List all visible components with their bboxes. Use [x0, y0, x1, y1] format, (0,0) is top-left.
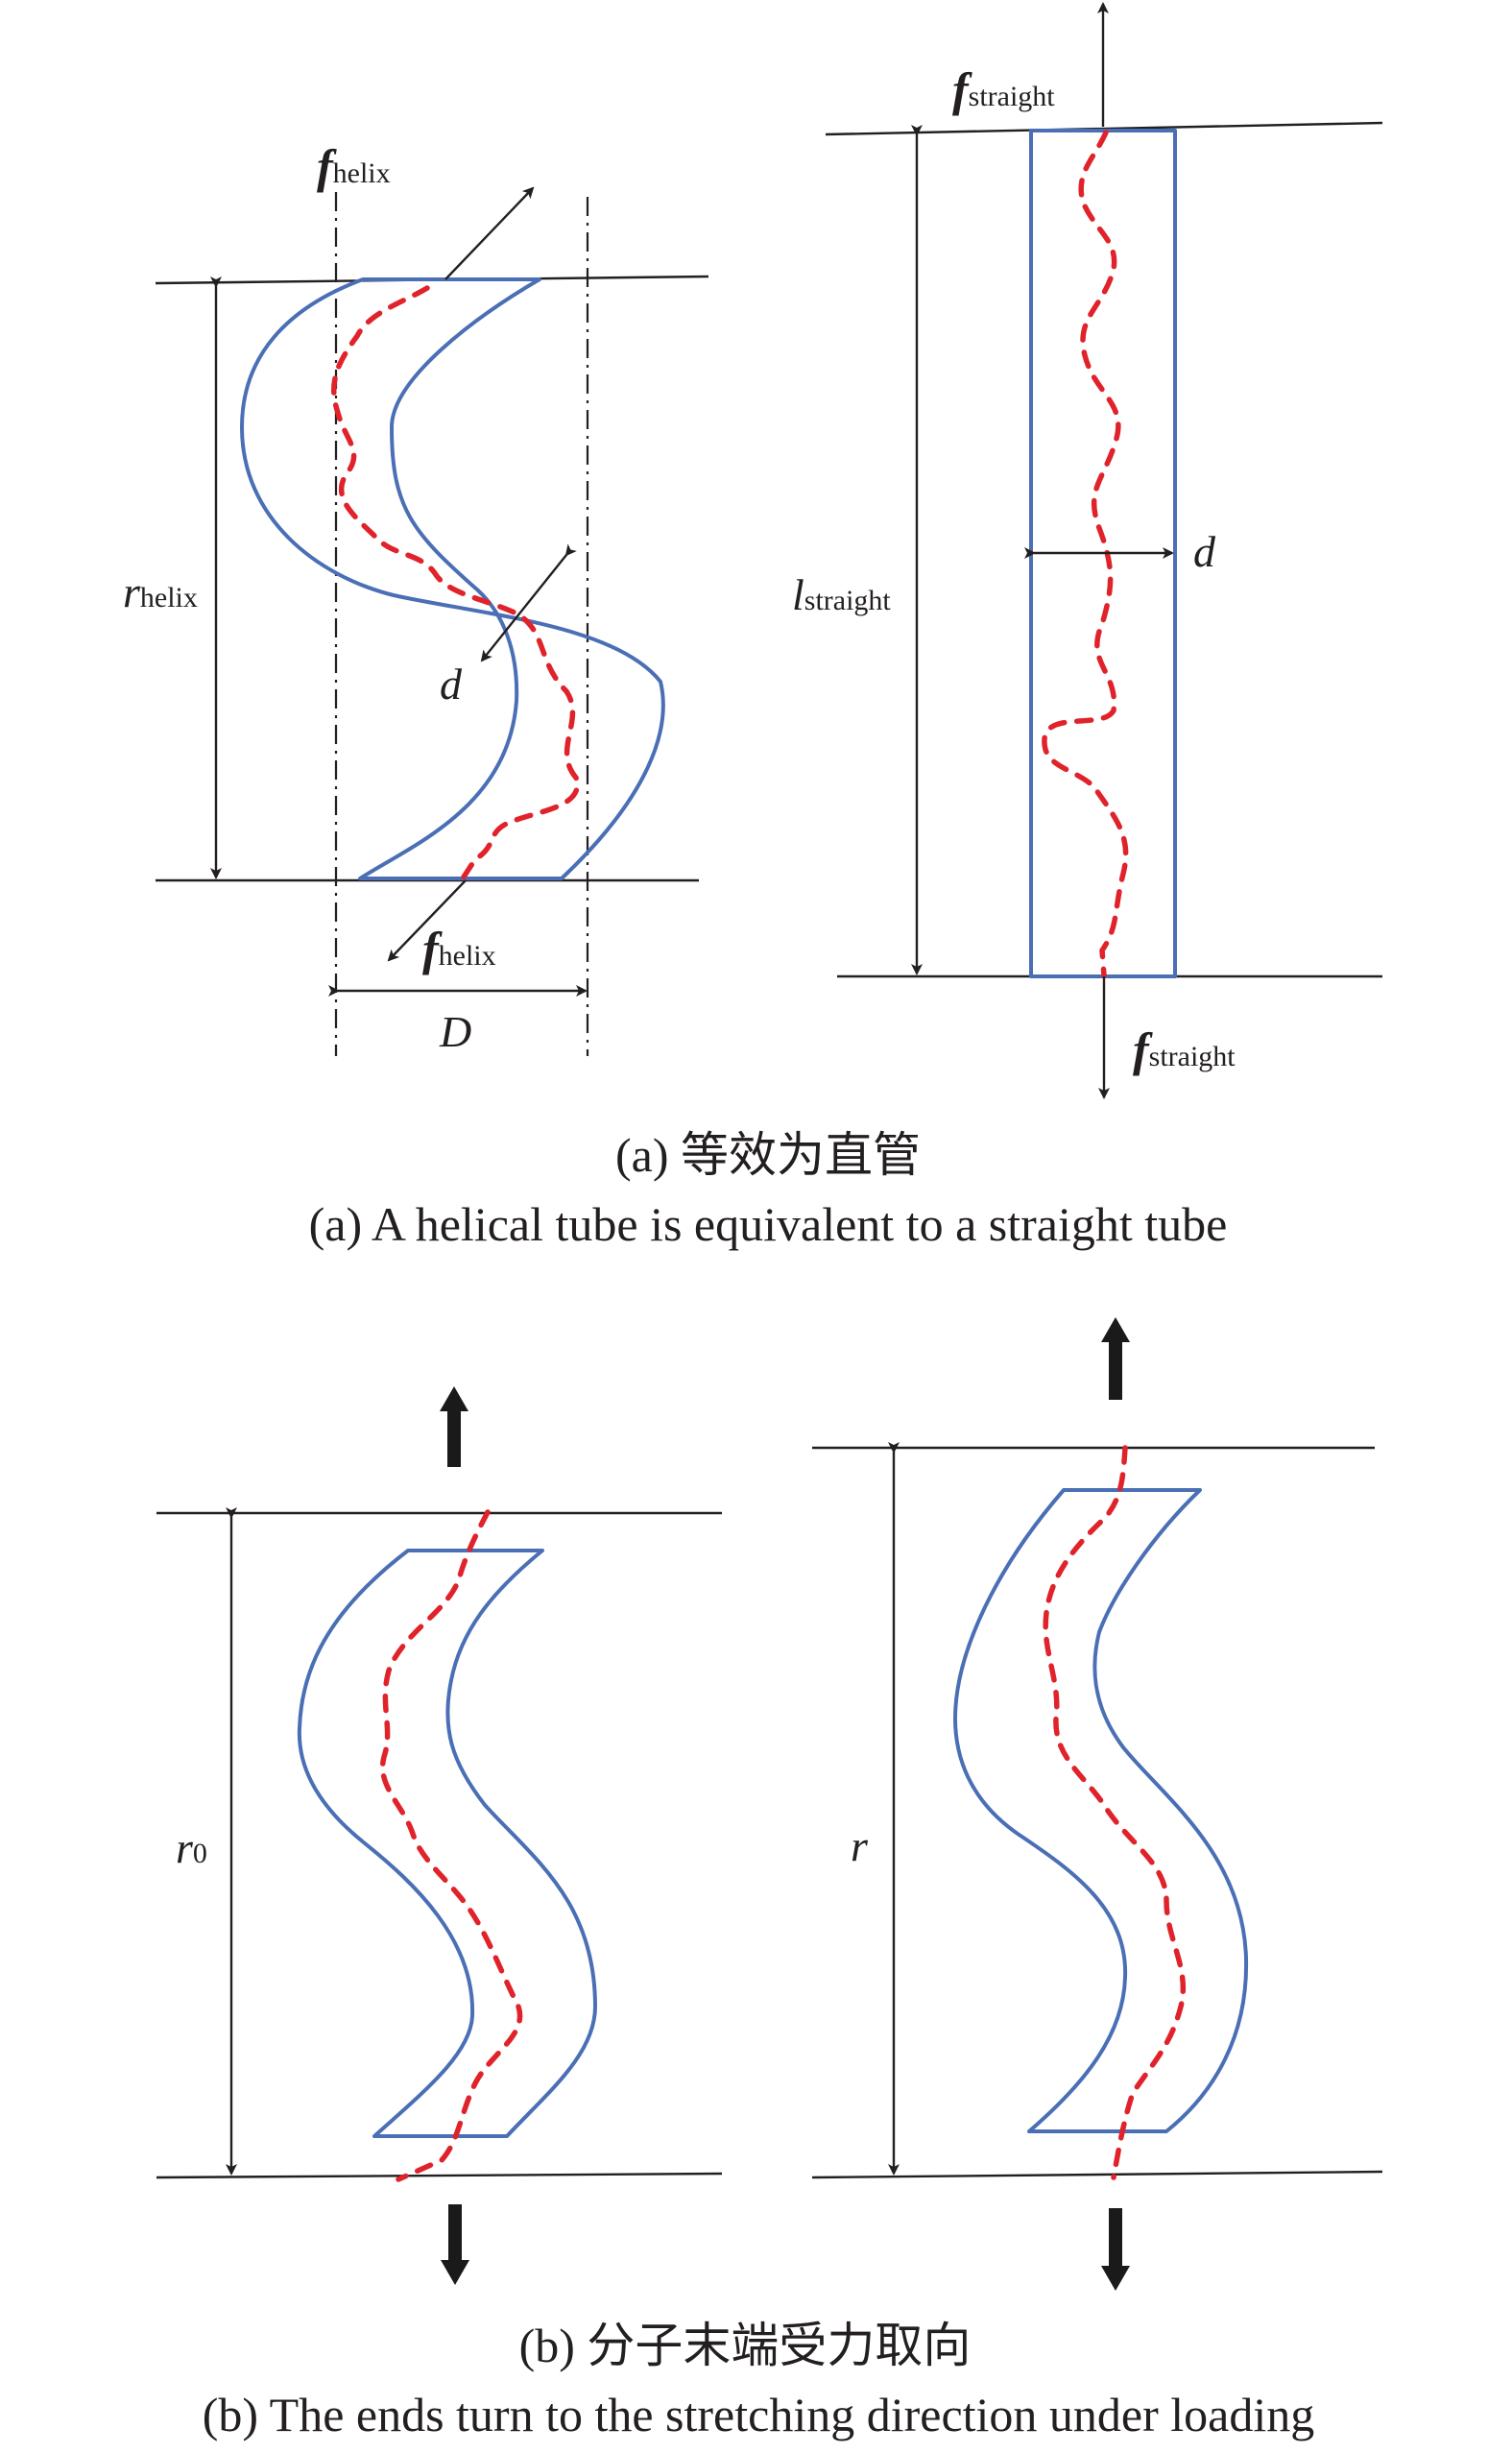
panel-a-straight: fstraight fstraight lstraight d [792, 2, 1383, 1099]
b-right-down-load-arrow-shaft [1109, 2208, 1122, 2268]
b-right-up-load-arrow-head [1101, 1317, 1130, 1342]
straight-molecular-chain [1042, 130, 1129, 978]
caption-b-english: (b) The ends turn to the stretching dire… [203, 2388, 1315, 2441]
straight-length-subscript: straight [804, 585, 892, 616]
straight-diameter-label: d [1193, 527, 1216, 576]
caption-a-chinese: (a) 等效为直管 [615, 1128, 921, 1182]
helix-tube-outline [240, 277, 665, 880]
helix-bottom-force-arrow [387, 879, 467, 962]
straight-length-label: lstraight [792, 570, 891, 619]
b-left-molecular-chain [379, 1509, 523, 2182]
helix-tube-diameter-arrow [480, 543, 577, 662]
helix-molecular-chain [331, 285, 581, 884]
straight-force-label-top: fstraight [952, 62, 1055, 116]
helix-force-subscript-bottom: helix [439, 940, 496, 972]
b-left-length-symbol: r [176, 1823, 194, 1872]
b-left-down-load-arrow-shaft [448, 2204, 462, 2262]
b-left-down-load-arrow-head [441, 2260, 469, 2285]
helix-force-symbol-bottom: f [422, 922, 443, 975]
panel-a-helix: fhelix fhelix rhelix d D [123, 139, 709, 1056]
helix-force-label-top: fhelix [317, 139, 391, 193]
helix-force-symbol: f [317, 139, 337, 193]
helix-force-subscript: helix [333, 157, 391, 189]
b-right-molecular-chain [1043, 1445, 1187, 2180]
straight-length-symbol: l [792, 570, 804, 619]
b-left-length-label: r0 [176, 1823, 207, 1872]
straight-force-subscript-bottom: straight [1149, 1041, 1236, 1072]
helix-tube-diameter-label: d [440, 660, 463, 709]
straight-force-symbol: f [952, 62, 972, 116]
panel-b-right: r [811, 1317, 1383, 2291]
straight-force-subscript: straight [969, 81, 1056, 112]
b-right-down-load-arrow-head [1101, 2266, 1130, 2291]
b-left-length-subscript: 0 [193, 1838, 207, 1869]
helix-length-subscript: helix [140, 582, 198, 613]
b-left-tube-outline [297, 1549, 597, 2138]
b-right-length-label: r [851, 1821, 869, 1870]
helix-force-label-bottom: fhelix [422, 922, 496, 975]
b-left-up-load-arrow-shaft [447, 1409, 461, 1467]
straight-force-label-bottom: fstraight [1133, 1022, 1236, 1076]
b-left-bottom-boundary-line [156, 2172, 723, 2179]
caption-b-chinese: (b) 分子末端受力取向 [519, 2319, 972, 2372]
straight-force-symbol-bottom: f [1133, 1022, 1153, 1076]
b-right-up-load-arrow-shaft [1109, 1340, 1122, 1400]
b-left-up-load-arrow-head [440, 1386, 468, 1411]
helix-length-label: rhelix [123, 567, 198, 616]
helix-top-force-arrow [444, 186, 535, 280]
panel-b-left: r0 [156, 1386, 723, 2285]
b-right-bottom-boundary-line [811, 2170, 1383, 2179]
helix-length-symbol: r [123, 567, 141, 616]
caption-a-english: (a) A helical tube is equivalent to a st… [309, 1197, 1228, 1251]
helix-coil-diameter-label: D [439, 1007, 471, 1056]
b-right-tube-outline [953, 1488, 1249, 2133]
